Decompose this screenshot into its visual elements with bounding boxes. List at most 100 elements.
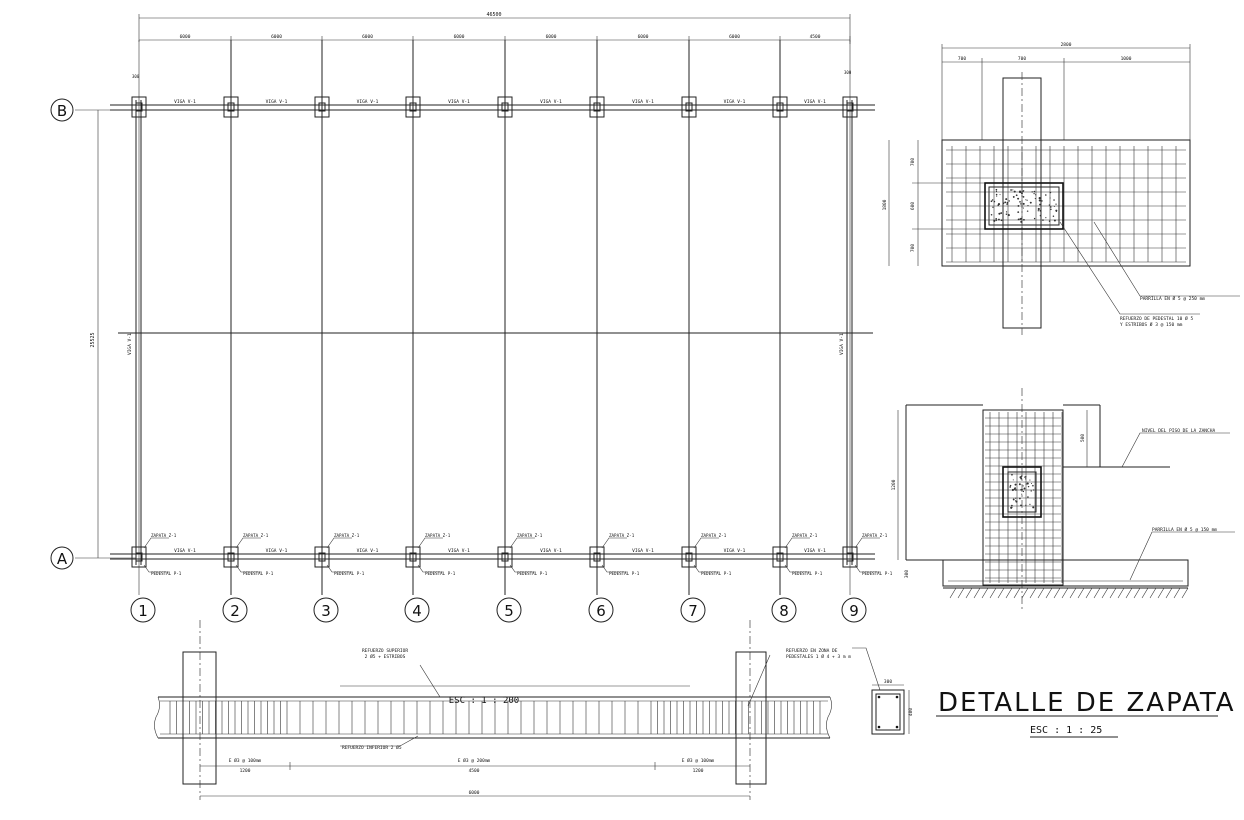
beam-label-b-3: VIGA V-1 xyxy=(357,99,379,105)
span-dim-8: 4500 xyxy=(810,34,821,40)
footing-label-7: ZAPATA Z-1 xyxy=(701,533,727,538)
axis-number-3: 3 xyxy=(321,602,331,620)
beam-bottom-label: REFUERZO INFERIOR 2 Ø5 xyxy=(342,744,402,751)
footing-a-3 xyxy=(314,546,330,568)
beam-label-b-4: VIGA V-1 xyxy=(448,99,470,105)
section-width: 300 xyxy=(884,679,892,685)
pedestal-label-7: PEDESTAL P-1 xyxy=(701,571,732,576)
corner-dim-left: 300 xyxy=(132,74,140,79)
axis-number-9: 9 xyxy=(849,602,859,620)
beam-label-b-6: VIGA V-1 xyxy=(632,99,654,105)
section-dim-b: 1200 xyxy=(891,479,897,490)
beam-total-dim: 6000 xyxy=(469,790,480,796)
pedestal-label-3: PEDESTAL P-1 xyxy=(334,571,365,576)
pedestal-a-8 xyxy=(776,552,784,562)
axis-letter-a: A xyxy=(57,550,68,568)
footing-b-7 xyxy=(681,96,697,118)
footing-a-1 xyxy=(131,546,147,568)
beam-elevation: ESC : 1 : 200 REFUERZO SUPERIOR 2 Ø5 + E… xyxy=(154,620,851,800)
beam-right-label-2: PEDESTALES 1 Ø 4 + 3 m m xyxy=(786,653,851,660)
beam-label-b-7: VIGA V-1 xyxy=(724,99,746,105)
beam-label-a-3: VIGA V-1 xyxy=(357,548,379,554)
footing-b-5 xyxy=(497,96,513,118)
beam-label-b-8: VIGA V-1 xyxy=(804,99,826,105)
pedestal-grid xyxy=(985,412,1063,583)
detail-part-2: 700 xyxy=(1018,56,1026,62)
footing-a-9 xyxy=(842,546,858,568)
section-height: 400 xyxy=(908,708,914,716)
span-dim-1: 6000 xyxy=(180,34,191,40)
section-dim-c: 300 xyxy=(904,570,910,578)
title-scale: ESC : 1 : 25 xyxy=(1030,725,1102,736)
pedestal-concrete xyxy=(990,188,1058,223)
footing-label-2: ZAPATA Z-1 xyxy=(243,533,269,538)
footing-b-4 xyxy=(405,96,421,118)
section-concrete xyxy=(1009,473,1035,509)
detail-left-dim-2: 600 xyxy=(910,202,916,210)
pedestal-a-7 xyxy=(685,552,693,562)
footing-label-8: ZAPATA Z-1 xyxy=(792,533,818,538)
footing-label-6: ZAPATA Z-1 xyxy=(609,533,635,538)
detail-left-dim-3: 700 xyxy=(910,244,916,252)
dim-right: 1200 xyxy=(693,768,704,774)
footing-b-8 xyxy=(772,96,788,118)
pedestal-b-1 xyxy=(135,102,143,112)
span-dim-4: 6000 xyxy=(454,34,465,40)
pedestal-a-6 xyxy=(593,552,601,562)
footing-label-4: ZAPATA Z-1 xyxy=(425,533,451,538)
pedestal-b-7 xyxy=(685,102,693,112)
footing-b-2 xyxy=(223,96,239,118)
detail-part-1: 700 xyxy=(958,56,966,62)
footing-b-6 xyxy=(589,96,605,118)
footing-plan-detail: 2800 700 700 1000 700 600 700 1800 PARRI… xyxy=(882,42,1240,335)
span-dim-5: 6000 xyxy=(546,34,557,40)
pedestal-label-4: PEDESTAL P-1 xyxy=(425,571,456,576)
span-dim-6: 6000 xyxy=(638,34,649,40)
axis-number-7: 7 xyxy=(688,602,698,620)
axis-number-5: 5 xyxy=(504,602,514,620)
pedestal-label-1: PEDESTAL P-1 xyxy=(151,571,182,576)
detail-overall-dim: 2800 xyxy=(1061,42,1072,48)
axis-number-4: 4 xyxy=(412,602,422,620)
pedestal-b-2 xyxy=(227,102,235,112)
grid-lines xyxy=(138,40,851,595)
beam-label-a-2: VIGA V-1 xyxy=(266,548,288,554)
beam-stirrups xyxy=(169,701,821,734)
footing-label-3: ZAPATA Z-1 xyxy=(334,533,360,538)
stirrup-left: Ε Ø3 @ 100mm xyxy=(229,757,262,764)
edge-beam-label-left: VIGA V-1 xyxy=(127,333,133,355)
pedestal-a-4 xyxy=(409,552,417,562)
stirrup-right: Ε Ø3 @ 100mm xyxy=(682,757,715,764)
footing-b-9 xyxy=(842,96,858,118)
footing-label-1: ZAPATA Z-1 xyxy=(151,533,177,538)
pedestal-b-8 xyxy=(776,102,784,112)
pedestal-label-5: PEDESTAL P-1 xyxy=(517,571,548,576)
footing-a-7 xyxy=(681,546,697,568)
vertical-dim-label: 25525 xyxy=(90,332,96,347)
footing-label-9: ZAPATA Z-1 xyxy=(862,533,888,538)
footing-a-8 xyxy=(772,546,788,568)
footing-b-1 xyxy=(131,96,147,118)
beam-right-label-1: REFUERZO EN ZONA DE xyxy=(786,648,838,654)
pedestal-b-4 xyxy=(409,102,417,112)
callout-pedestal-2: Y ESTRIBOS Ø 3 @ 150 mm xyxy=(1120,321,1183,328)
pedestal-a-3 xyxy=(318,552,326,562)
beam-label-a-7: VIGA V-1 xyxy=(724,548,746,554)
detail-part-3: 1000 xyxy=(1121,56,1132,62)
beam-label-a-4: VIGA V-1 xyxy=(448,548,470,554)
pedestal-a-9 xyxy=(846,552,854,562)
beam-label-a-8: VIGA V-1 xyxy=(804,548,826,554)
detail-left-dim-1: 700 xyxy=(910,158,916,166)
beam-top-label-1: REFUERZO SUPERIOR xyxy=(362,648,408,654)
callout-grid: PARRILLA EN Ø 5 @ 250 mm xyxy=(1140,295,1205,302)
footing-a-4 xyxy=(405,546,421,568)
footing-a-5 xyxy=(497,546,513,568)
section-dim-a: 500 xyxy=(1080,434,1086,442)
beam-label-b-2: VIGA V-1 xyxy=(266,99,288,105)
beam-label-a-1: VIGA V-1 xyxy=(174,548,196,554)
stirrup-mid: Ε Ø3 @ 200mm xyxy=(458,757,491,764)
